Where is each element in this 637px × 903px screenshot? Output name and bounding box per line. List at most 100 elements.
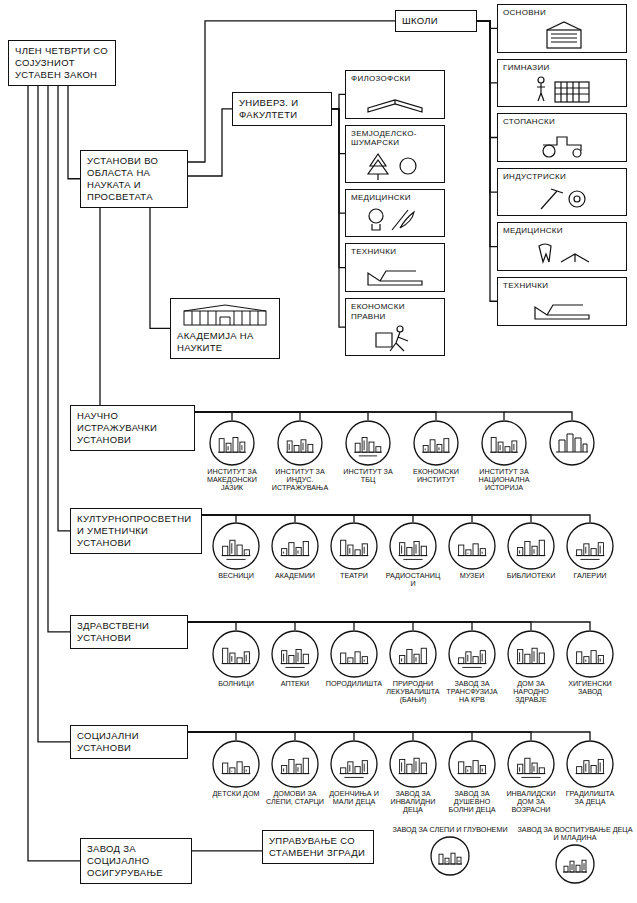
institution-circle: ИНСТИТУТ ЗА МАКЕДОНСКИ ЈАЗИК	[200, 420, 264, 492]
circle-label: АПТЕКИ	[266, 680, 324, 688]
connector-line	[188, 732, 295, 740]
icon-stroke	[282, 765, 287, 773]
panel-icon	[368, 271, 422, 285]
connector-line	[195, 412, 300, 420]
panel-icon	[543, 137, 581, 157]
connector-line	[150, 208, 170, 329]
connector-line	[202, 515, 295, 522]
root-box: ЧЛЕН ЧЕТВРТИ СО СОЈУЗНИОТ УСТАВЕН ЗАКОН	[8, 40, 116, 86]
icon-stroke	[574, 196, 580, 202]
circle-outline	[449, 631, 495, 677]
box-label: УСТАНОВИ ВО ОБЛАСТА НА НАУКАТА И ПРОСВЕТ…	[87, 155, 181, 203]
icon-stroke	[437, 444, 442, 452]
icon-stroke	[407, 547, 412, 555]
icon-stroke	[569, 191, 585, 207]
icon-stroke	[407, 649, 412, 663]
icon-stroke	[584, 657, 589, 664]
connector-line	[68, 86, 80, 179]
circle-outline	[346, 421, 390, 465]
icon-stroke	[451, 853, 455, 864]
icon-stroke	[289, 759, 294, 773]
icon-stroke	[584, 544, 589, 556]
circle-label: АКАДЕМИИ	[266, 572, 324, 580]
institution-circle: ЗАВОД ЗА ВОСПИТУВАЊЕ ДЕЦА И МЛАДИНА	[516, 826, 634, 884]
icon-stroke	[600, 546, 601, 554]
connector-line	[188, 732, 413, 740]
icon-stroke	[289, 655, 294, 663]
icon-stroke	[230, 653, 235, 664]
panel-icon	[360, 204, 430, 234]
institution-circle: ЕКОНОМСКИ ИНСТИТУТ	[404, 420, 468, 484]
box-label: КУЛТУРНОПРОСВЕТНИ И УМЕТНИЧКИ УСТАНОВИ	[77, 513, 195, 549]
panel-icon	[539, 244, 589, 262]
icon-stroke	[467, 552, 468, 554]
icon-stroke	[525, 541, 530, 555]
panel-label: ОСНОВНИ	[503, 8, 621, 18]
icon-stroke	[539, 768, 544, 774]
icon-stroke	[344, 777, 363, 778]
connector-line	[195, 412, 436, 420]
institution-circle: ЗАВОД ЗА ДУШЕВНО БОЛНИ ДЕЦА	[443, 740, 501, 814]
connector-line	[188, 622, 295, 630]
box-label: ЗДРАВСТВЕНИ УСТАНОВИ	[77, 620, 181, 644]
connector-line	[188, 622, 590, 630]
icon-stroke	[543, 137, 581, 151]
connector-line	[477, 21, 497, 83]
connector-line	[188, 732, 236, 740]
connector-line	[195, 412, 300, 420]
circle-outline	[212, 740, 260, 788]
icon-stroke	[539, 540, 544, 555]
circle-outline	[448, 522, 496, 570]
school-panel: ГИМНАЗИИ	[497, 59, 627, 108]
panel-label: ФИЛОЗОФСКИ	[351, 74, 439, 84]
connector-line	[38, 86, 70, 742]
institution-circle: ТЕАТРИ	[325, 522, 383, 580]
connector-line	[202, 515, 413, 522]
connector-line	[188, 622, 472, 630]
institution-circle: ДОМ ЗА НАРОДНО ЗДРАВЈЕ	[502, 630, 560, 704]
connector-line	[188, 622, 472, 630]
picture-icon	[563, 860, 587, 872]
icon-stroke	[538, 77, 544, 83]
picture-icon	[222, 540, 251, 559]
icon-stroke	[303, 758, 308, 773]
connector-line	[100, 208, 101, 406]
icon-stroke	[521, 777, 540, 778]
institution-circle: ХИГИЕНСКИ ЗАВОД	[561, 630, 619, 696]
connector-line	[188, 622, 413, 630]
icon-stroke	[491, 437, 496, 452]
circle-outline	[566, 740, 614, 788]
icon-stroke	[505, 447, 510, 453]
icon-stroke	[532, 546, 537, 555]
faculty-panel: ЕКОНОМСКИ ПРАВНИ	[345, 298, 445, 356]
icon-stroke	[372, 210, 414, 230]
icon-stroke	[308, 444, 313, 452]
picture-icon	[281, 649, 310, 667]
icon-stroke	[348, 658, 353, 664]
icon-stroke	[283, 768, 284, 771]
panel-icon	[360, 323, 430, 353]
panel-label: МЕДИЦИНСКИ	[503, 226, 621, 236]
panel-icon	[527, 293, 597, 323]
academy-building	[180, 303, 270, 327]
icon-stroke	[237, 762, 242, 774]
icon-stroke	[400, 543, 405, 556]
connector-line	[477, 21, 497, 83]
icon-stroke	[534, 549, 535, 553]
icon-stroke	[349, 660, 350, 662]
panel-icon	[368, 100, 422, 112]
connector-line	[477, 21, 497, 192]
circle-label: ИНСТИТУТ ЗА ИНДУС. ИСТРАЖУВАЊА	[268, 468, 332, 492]
icon-stroke	[228, 446, 229, 450]
institution-circle: ИНВАЛИДСКИ ДОМ ЗА ВОЗРАСНИ	[502, 740, 560, 814]
circle-outline	[213, 741, 259, 787]
icon-stroke	[584, 863, 585, 870]
picture-icon	[517, 540, 546, 555]
connector-line	[202, 515, 413, 522]
connector-line	[188, 622, 236, 630]
icon-stroke	[500, 445, 501, 450]
icon-stroke	[407, 764, 412, 773]
circle-outline	[567, 741, 613, 787]
circle-outline	[277, 420, 323, 466]
circle-label: ГРАДИЛИШТА ЗА ДЕЦА	[561, 790, 619, 806]
